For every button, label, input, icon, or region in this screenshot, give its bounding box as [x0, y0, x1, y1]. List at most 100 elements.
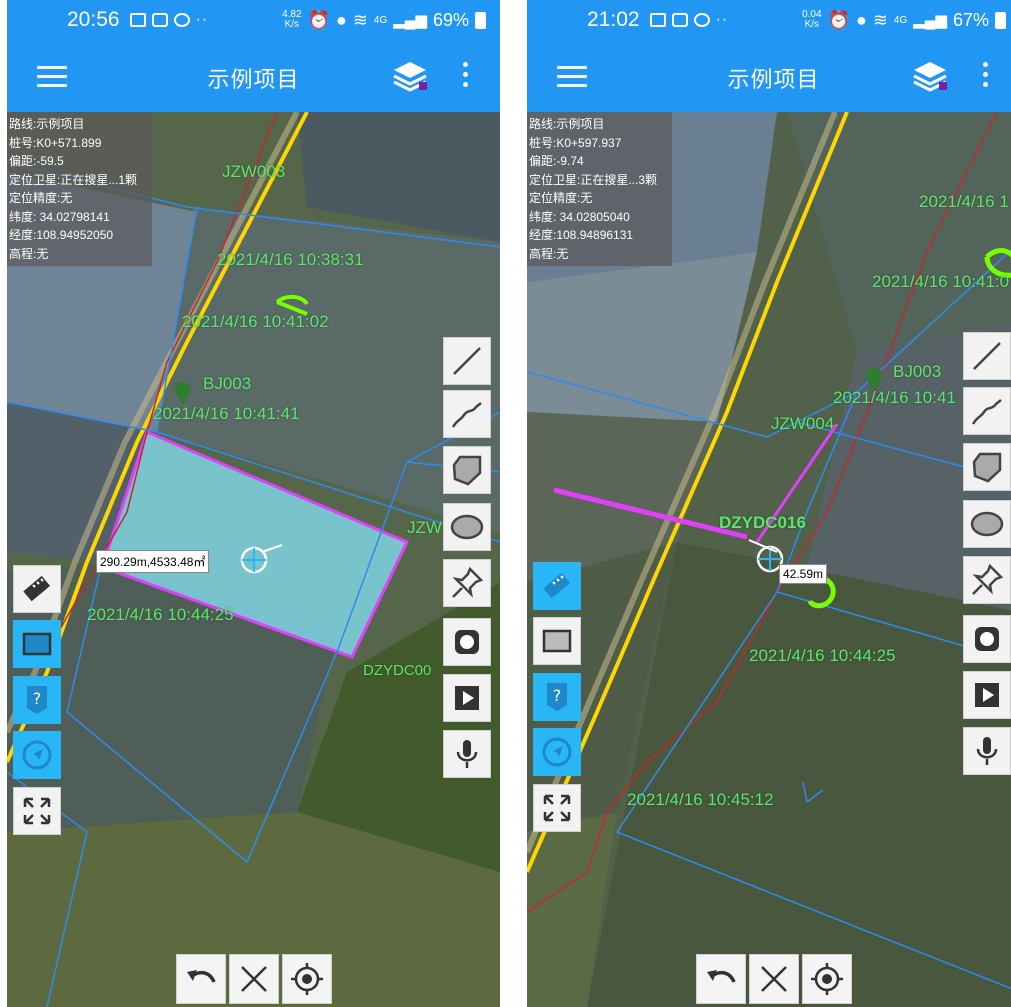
network-type: 4G — [373, 14, 388, 26]
video-tool-button[interactable] — [443, 674, 491, 722]
chat-icon — [173, 13, 190, 27]
map-label-timestamp: 2021/4/16 10:41:02 — [182, 312, 329, 331]
line-tool-button[interactable] — [963, 332, 1011, 380]
map-label-timestamp: 2021/4/16 10:41:0 — [872, 272, 1010, 291]
ellipse-icon — [970, 511, 1004, 537]
measurement-readout: 42.59m — [779, 564, 828, 584]
help-tool-button[interactable]: ? — [13, 676, 61, 724]
ellipse-icon — [450, 514, 484, 540]
expand-icon — [543, 794, 571, 822]
close-icon — [761, 966, 787, 992]
info-elevation: 高程:无 — [529, 246, 569, 261]
map-label-bj003: BJ003 — [203, 374, 252, 393]
info-offset: 偏距:-9.74 — [529, 154, 584, 168]
mic-tool-button[interactable] — [443, 730, 491, 778]
map-label-timestamp: 2021/4/16 10:41:41 — [153, 404, 300, 423]
polyline-icon — [971, 399, 1002, 425]
expand-icon — [23, 797, 51, 825]
more-notifications-icon: ·· — [195, 11, 209, 28]
polygon-tool-button[interactable] — [443, 446, 491, 494]
cancel-button[interactable] — [749, 954, 799, 1004]
status-bar: 21:02 ·· 0.04 K/s ⏰ ● ≋ 4G ▂▄▆ 67% — [527, 0, 1011, 40]
phone-screen-1: 20:56 ·· 4.82 K/s ⏰ ● ≋ 4G ▂▄▆ 69% 示例项目 — [7, 0, 500, 1007]
ellipse-tool-button[interactable] — [443, 503, 491, 551]
undo-button[interactable] — [696, 954, 746, 1004]
cancel-button[interactable] — [229, 954, 279, 1004]
signal-icon: ▂▄▆ — [393, 12, 427, 29]
map-label-jzw: JZW — [407, 518, 442, 537]
more-options-icon[interactable] — [982, 62, 990, 90]
line-icon — [973, 342, 1001, 370]
microphone-icon — [456, 740, 478, 768]
polygon-tool-button[interactable] — [963, 443, 1011, 491]
map-label-timestamp: 2021/4/16 10:38:31 — [217, 250, 364, 269]
help-tool-button[interactable]: ? — [533, 673, 581, 721]
center-location-button[interactable] — [282, 954, 332, 1004]
position-info-panel: 路线:示例项目 桩号:K0+571.899 偏距:-59.5 定位卫星:正在搜星… — [7, 112, 152, 266]
undo-button[interactable] — [176, 954, 226, 1004]
wifi-icon: ≋ — [352, 9, 368, 30]
locate-tool-button[interactable] — [13, 731, 61, 779]
center-location-button[interactable] — [802, 954, 852, 1004]
play-icon — [975, 683, 999, 707]
info-satellite: 定位卫星:正在搜星...3颗 — [529, 172, 658, 187]
info-accuracy: 定位精度:无 — [529, 191, 593, 205]
menu-icon[interactable] — [37, 66, 67, 88]
mic-tool-button[interactable] — [963, 727, 1011, 775]
area-tool-button[interactable] — [533, 617, 581, 665]
undo-icon — [187, 970, 216, 983]
position-info-panel: 路线:示例项目 桩号:K0+597.937 偏距:-9.74 定位卫星:正在搜星… — [527, 112, 672, 266]
polyline-icon — [451, 402, 482, 428]
layers-icon[interactable] — [912, 60, 948, 92]
menu-icon[interactable] — [557, 66, 587, 88]
page-title: 示例项目 — [207, 67, 300, 92]
bottom-toolbar — [696, 954, 852, 1004]
network-speed: 4.82 K/s — [282, 9, 302, 30]
location-icon: ● — [855, 9, 867, 30]
satellite-map[interactable] — [527, 112, 1011, 1007]
app-bar: 示例项目 — [527, 40, 1011, 112]
status-right: 4.82 K/s ⏰ ● ≋ 4G ▂▄▆ 69% — [282, 10, 486, 31]
layers-icon[interactable] — [392, 60, 428, 92]
area-tool-button[interactable] — [13, 620, 61, 668]
alarm-icon: ⏰ — [307, 9, 330, 30]
battery-icon — [475, 11, 486, 29]
map-label-timestamp: 2021/4/16 10:44:25 — [87, 605, 234, 624]
ruler-icon — [23, 575, 51, 602]
status-bar: 20:56 ·· 4.82 K/s ⏰ ● ≋ 4G ▂▄▆ 69% — [7, 0, 500, 40]
status-right: 0.04 K/s ⏰ ● ≋ 4G ▂▄▆ 67% — [802, 10, 1006, 31]
line-tool-button[interactable] — [443, 337, 491, 385]
info-accuracy: 定位精度:无 — [9, 191, 73, 205]
info-satellite: 定位卫星:正在搜星...1颗 — [9, 172, 138, 187]
video-tool-button[interactable] — [963, 671, 1011, 719]
fullscreen-tool-button[interactable] — [13, 787, 61, 835]
fullscreen-tool-button[interactable] — [533, 784, 581, 832]
image-icon — [151, 13, 168, 27]
crosshair-icon — [291, 963, 323, 995]
map-label-timestamp: 2021/4/16 10:41 — [833, 388, 956, 407]
map-label-jzw003: JZW003 — [222, 162, 286, 181]
record-tool-button[interactable] — [963, 615, 1011, 663]
notification-icons: ·· — [649, 11, 729, 29]
rectangle-icon — [542, 629, 572, 653]
polyline-tool-button[interactable] — [963, 387, 1011, 435]
ellipse-tool-button[interactable] — [963, 500, 1011, 548]
record-tool-button[interactable] — [443, 618, 491, 666]
ruler-tool-button[interactable] — [533, 562, 581, 610]
map-label-bj003: BJ003 — [893, 362, 942, 381]
gallery-icon — [649, 13, 666, 27]
polyline-tool-button[interactable] — [443, 390, 491, 438]
map-label-timestamp: 2021/4/16 10:45:12 — [627, 790, 774, 809]
pushpin-icon — [452, 566, 484, 598]
rectangle-icon — [22, 632, 52, 656]
locate-tool-button[interactable] — [533, 728, 581, 776]
bottom-toolbar — [176, 954, 332, 1004]
status-time: 21:02 — [587, 8, 640, 31]
pin-tool-button[interactable] — [443, 559, 491, 607]
pin-tool-button[interactable] — [963, 556, 1011, 604]
close-icon — [241, 966, 267, 992]
ruler-tool-button[interactable] — [13, 565, 61, 613]
polygon-icon — [452, 455, 482, 486]
more-options-icon[interactable] — [462, 62, 470, 90]
image-icon — [671, 13, 688, 27]
